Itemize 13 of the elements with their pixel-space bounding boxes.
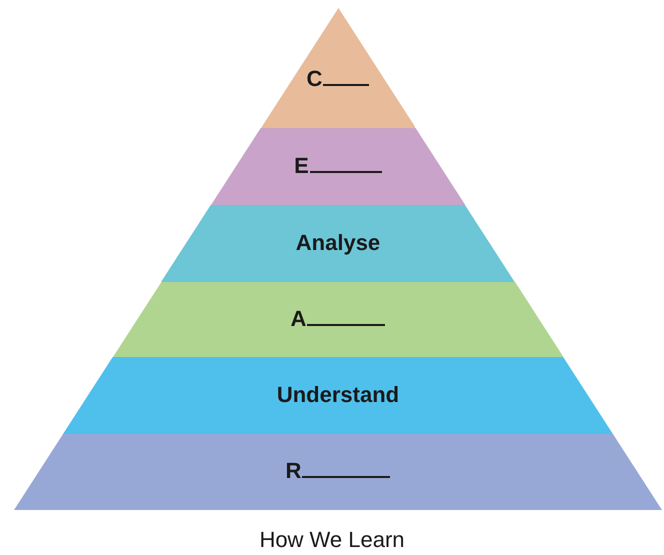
pyramid-level <box>161 205 515 282</box>
pyramid-level <box>210 128 466 205</box>
level-label: Understand <box>276 382 400 408</box>
level-label: R <box>286 458 302 484</box>
pyramid-level <box>260 8 416 128</box>
level-label: A <box>290 306 306 332</box>
pyramid-level <box>112 282 564 357</box>
pyramid-level <box>63 357 613 434</box>
pyramid-level <box>14 434 662 510</box>
level-label: C <box>306 66 322 92</box>
pyramid-title: How We Learn <box>259 527 405 553</box>
level-label: E <box>294 152 309 178</box>
level-label: Analyse <box>296 230 380 256</box>
